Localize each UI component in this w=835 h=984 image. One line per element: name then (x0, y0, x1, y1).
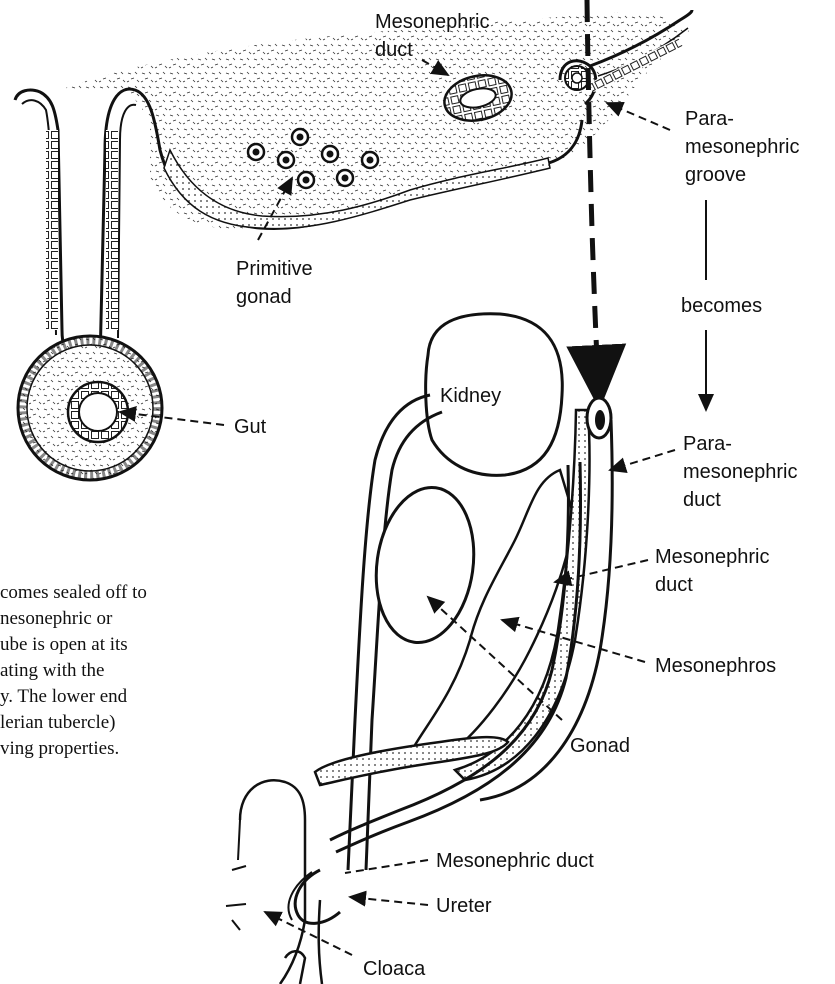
body-text-line: ating with the (0, 658, 240, 684)
epithelial-cells-right (106, 130, 118, 330)
label-paramesonephric-duct-1: Para- (683, 433, 732, 455)
body-text-line: ving properties. (0, 736, 240, 762)
gut-section (18, 336, 162, 480)
duct-hook (295, 870, 340, 923)
label-mesonephric-duct-right-2: duct (655, 574, 693, 596)
label-paramesonephric-groove-2: mesonephric (685, 136, 800, 158)
label-paramesonephric-duct-2: mesonephric (683, 461, 798, 483)
gonad-shape (367, 481, 484, 649)
label-paramesonephric-groove-3: groove (685, 164, 746, 186)
label-primitive-gonad-1: Primitive (236, 258, 313, 280)
label-kidney: Kidney (440, 385, 501, 407)
label-paramesonephric-groove-1: Para- (685, 108, 734, 130)
cloaca-shape (240, 780, 305, 984)
body-text-line: nesonephric or (0, 606, 240, 632)
label-ureter: Ureter (436, 895, 492, 917)
label-mesonephric-duct-top-2: duct (375, 39, 413, 61)
label-becomes: becomes (681, 295, 762, 317)
label-gonad: Gonad (570, 735, 630, 757)
label-mesonephric-duct-right-1: Mesonephric (655, 546, 770, 568)
label-cloaca: Cloaca (363, 958, 426, 980)
label-mesonephric-duct-top-1: Mesonephric (375, 11, 490, 33)
urogenital-system (226, 314, 612, 984)
body-text-line: comes sealed off to (0, 580, 240, 606)
label-gut: Gut (234, 416, 267, 438)
label-primitive-gonad-2: gonad (236, 286, 292, 308)
label-mesonephric-duct-bottom: Mesonephric duct (436, 850, 594, 872)
body-text-fragment: comes sealed off to nesonephric or ube i… (0, 580, 240, 762)
label-mesonephros: Mesonephros (655, 655, 776, 677)
label-paramesonephric-duct-3: duct (683, 489, 721, 511)
body-text-line: y. The lower end (0, 684, 240, 710)
body-text-line: lerian tubercle) (0, 710, 240, 736)
body-text-line: ube is open at its (0, 632, 240, 658)
epithelial-cells-left (46, 130, 58, 330)
